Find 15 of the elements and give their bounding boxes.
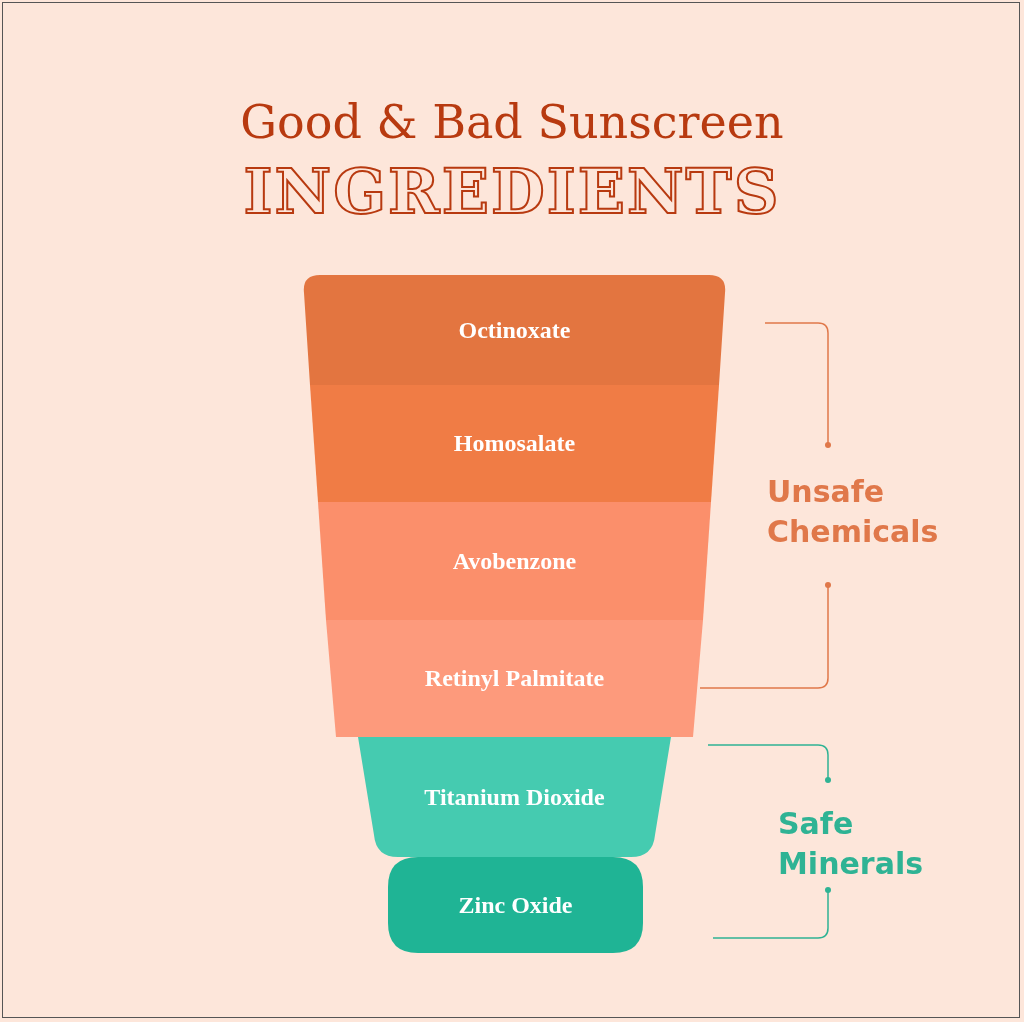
ingredient-name: Avobenzone (452, 547, 577, 575)
group-label: Safe Minerals (778, 805, 925, 883)
ingredient-name: Octinoxate (458, 316, 571, 344)
ingredient-name: Retinyl Palmitate (424, 665, 605, 692)
ingredient-name: Homosalate (453, 430, 576, 457)
group-label: Unsafe Chemicals (767, 473, 940, 551)
funnel-band (318, 502, 711, 620)
funnel-band (358, 737, 671, 857)
funnel-band (302, 275, 727, 385)
ingredient-name: Zinc Oxide (458, 891, 573, 919)
funnel-band (310, 385, 719, 502)
ingredient-name: Titanium Dioxide (424, 783, 605, 811)
title: Good & Bad Sunscreen INGREDIENTS (239, 94, 785, 230)
funnel-band (326, 620, 703, 737)
funnel-band (388, 857, 643, 953)
